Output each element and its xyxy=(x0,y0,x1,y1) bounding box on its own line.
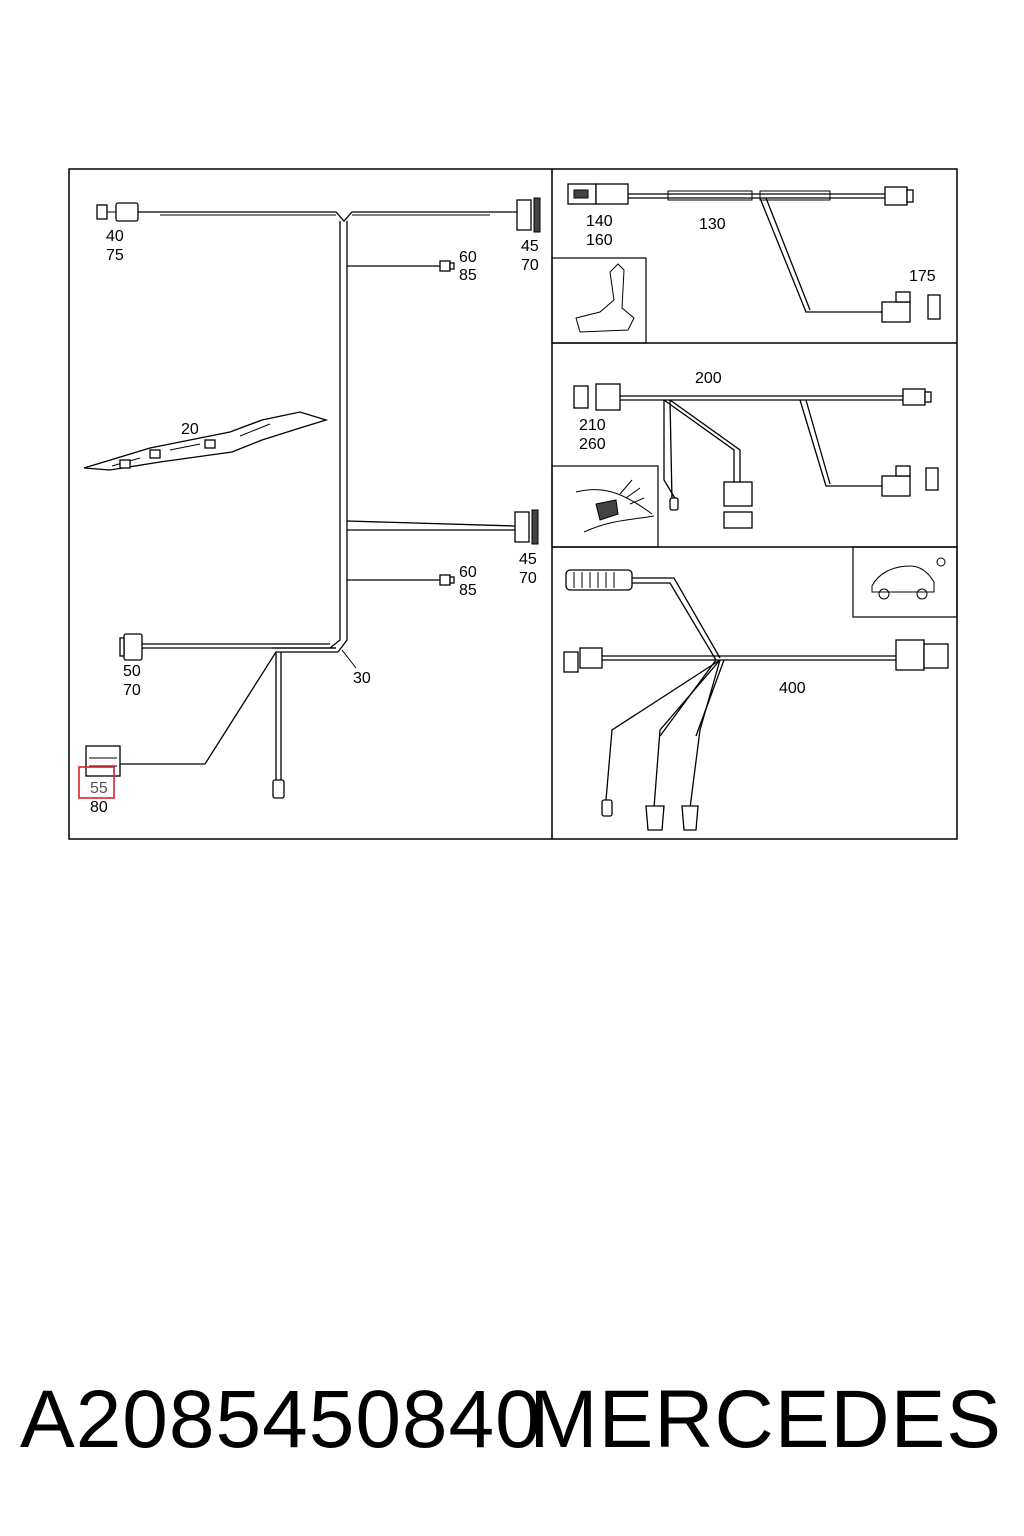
callout-175: 175 xyxy=(909,268,936,285)
wiring-harness-diagram: 40 75 45 70 60 85 20 45 70 60 85 50 70 3… xyxy=(68,168,958,840)
callout-200: 200 xyxy=(695,370,722,387)
brand-name: MERCEDES xyxy=(529,1374,1002,1465)
callout-140: 140 xyxy=(586,213,613,230)
main-harness-30 xyxy=(120,211,517,780)
highlight-box xyxy=(78,766,115,799)
callout-85-lower: 85 xyxy=(459,582,477,599)
callout-70-mid: 70 xyxy=(519,570,537,587)
footer: A2085450840 MERCEDES xyxy=(0,1370,1024,1480)
callout-45-mid: 45 xyxy=(519,551,537,568)
part-number: A2085450840 xyxy=(20,1374,542,1465)
callout-80: 80 xyxy=(90,799,108,816)
callout-260: 260 xyxy=(579,436,606,453)
callout-210: 210 xyxy=(579,417,606,434)
seat-icon xyxy=(575,263,635,333)
callout-70-left: 70 xyxy=(123,682,141,699)
connector-45-70-mid xyxy=(514,509,539,545)
connector-60-85-lower xyxy=(439,574,455,586)
diagram-frame xyxy=(68,168,958,840)
callout-40: 40 xyxy=(106,228,124,245)
connector-60-85-top xyxy=(439,260,455,272)
callout-85-top: 85 xyxy=(459,267,477,284)
callout-70-top: 70 xyxy=(521,257,539,274)
callout-130: 130 xyxy=(699,216,726,233)
harness-200 xyxy=(573,383,939,529)
callout-45-top: 45 xyxy=(521,238,539,255)
callout-60-top: 60 xyxy=(459,249,477,266)
connector-45-70-top xyxy=(516,197,541,233)
harness-130 xyxy=(567,183,941,323)
callout-30: 30 xyxy=(353,670,371,687)
connector-40-75 xyxy=(96,202,139,222)
callout-50: 50 xyxy=(123,663,141,680)
car-icon xyxy=(871,557,946,600)
callout-75: 75 xyxy=(106,247,124,264)
callout-60-lower: 60 xyxy=(459,564,477,581)
callout-400: 400 xyxy=(779,680,806,697)
bracket-20 xyxy=(83,411,329,471)
callout-55: 55 xyxy=(90,780,108,797)
callout-20: 20 xyxy=(181,421,199,438)
harness-400 xyxy=(563,569,949,831)
callout-160: 160 xyxy=(586,232,613,249)
connector-55-80 xyxy=(78,745,121,799)
interior-light-icon xyxy=(575,479,655,533)
connector-50-70 xyxy=(119,633,143,661)
connector-bottom-lead xyxy=(272,779,285,799)
